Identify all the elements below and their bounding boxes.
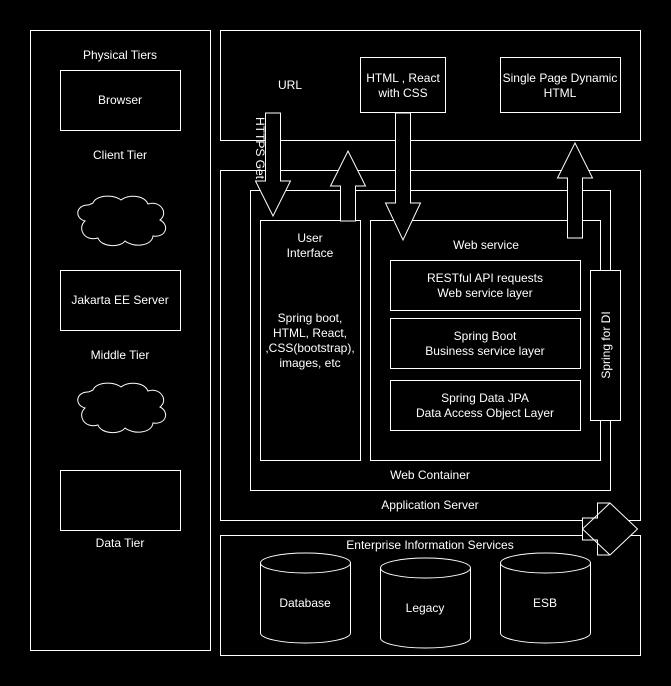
spa-line1: Single Page Dynamic (503, 71, 618, 85)
restful-layer-box: RESTful API requests Web service layer (390, 260, 581, 311)
html-react-down-arrow (384, 112, 422, 242)
database-cylinder: Database (260, 552, 351, 644)
spa-up-arrow (556, 141, 594, 239)
middle-cloud-icon (77, 382, 167, 433)
ui-detail-line1: Spring boot, (278, 311, 343, 325)
esb-label: ESB (533, 596, 557, 610)
jakarta-ee-server-box: Jakarta EE Server (60, 270, 181, 331)
middle-tier-label: Middle Tier (91, 348, 150, 362)
business-line2: Business service layer (425, 344, 544, 358)
html-react-box: HTML , React with CSS (360, 57, 446, 113)
spa-line2: HTML (544, 86, 577, 100)
database-label: Database (279, 596, 331, 610)
browser-label: Browser (98, 93, 142, 107)
ui-line1: User (297, 231, 322, 245)
html-react-line1: HTML , React (366, 71, 440, 85)
response-up-arrow (329, 149, 367, 222)
html-react-line2: with CSS (377, 86, 427, 100)
physical-tiers-panel: Physical Tiers Browser Client Tier Jakar… (30, 30, 211, 651)
spring-di-label: Spring for DI (599, 311, 613, 378)
application-server-label: Application Server (381, 498, 478, 512)
eis-title: Enterprise Information Services (346, 538, 513, 552)
user-interface-box: User Interface Spring boot, HTML, React,… (260, 220, 361, 461)
dao-layer-box: Spring Data JPA Data Access Object Layer (390, 380, 581, 431)
spring-di-box: Spring for DI (590, 270, 621, 421)
data-tier-box (60, 470, 181, 531)
eis-panel: Enterprise Information Services Database… (220, 535, 641, 656)
ui-line2: Interface (287, 246, 334, 260)
https-get-label: HTTPS Get (253, 117, 267, 180)
eis-double-arrow (581, 502, 639, 556)
dao-line1: Spring Data JPA (441, 391, 529, 405)
restful-line1: RESTful API requests (427, 271, 543, 285)
spa-box: Single Page Dynamic HTML (500, 57, 621, 113)
url-label: URL (278, 78, 302, 92)
client-tier-label: Client Tier (93, 148, 147, 162)
client-panel: URL HTML , React with CSS Single Page Dy… (220, 30, 641, 141)
ui-detail-line2: HTML, React, (273, 326, 347, 340)
client-cloud-icon (77, 195, 167, 246)
jakarta-ee-server-label: Jakarta EE Server (71, 293, 168, 307)
business-layer-box: Spring Boot Business service layer (390, 318, 581, 369)
legacy-label: Legacy (406, 601, 445, 615)
restful-line2: Web service layer (437, 286, 532, 300)
application-server: Application Server Web Container User In… (220, 170, 641, 521)
data-tier-label: Data Tier (96, 536, 145, 550)
physical-tiers-title: Physical Tiers (83, 48, 157, 62)
dao-line2: Data Access Object Layer (416, 406, 554, 420)
browser-box: Browser (60, 70, 181, 131)
esb-cylinder: ESB (500, 552, 591, 644)
web-container-label: Web Container (390, 468, 470, 482)
business-line1: Spring Boot (454, 329, 517, 343)
web-service-label: Web service (453, 238, 519, 252)
https-get-down-arrow (254, 112, 292, 218)
ui-detail-line4: images, etc (279, 356, 340, 370)
legacy-cylinder: Legacy (380, 557, 471, 649)
ui-detail-line3: ,CSS(bootstrap), (265, 341, 354, 355)
